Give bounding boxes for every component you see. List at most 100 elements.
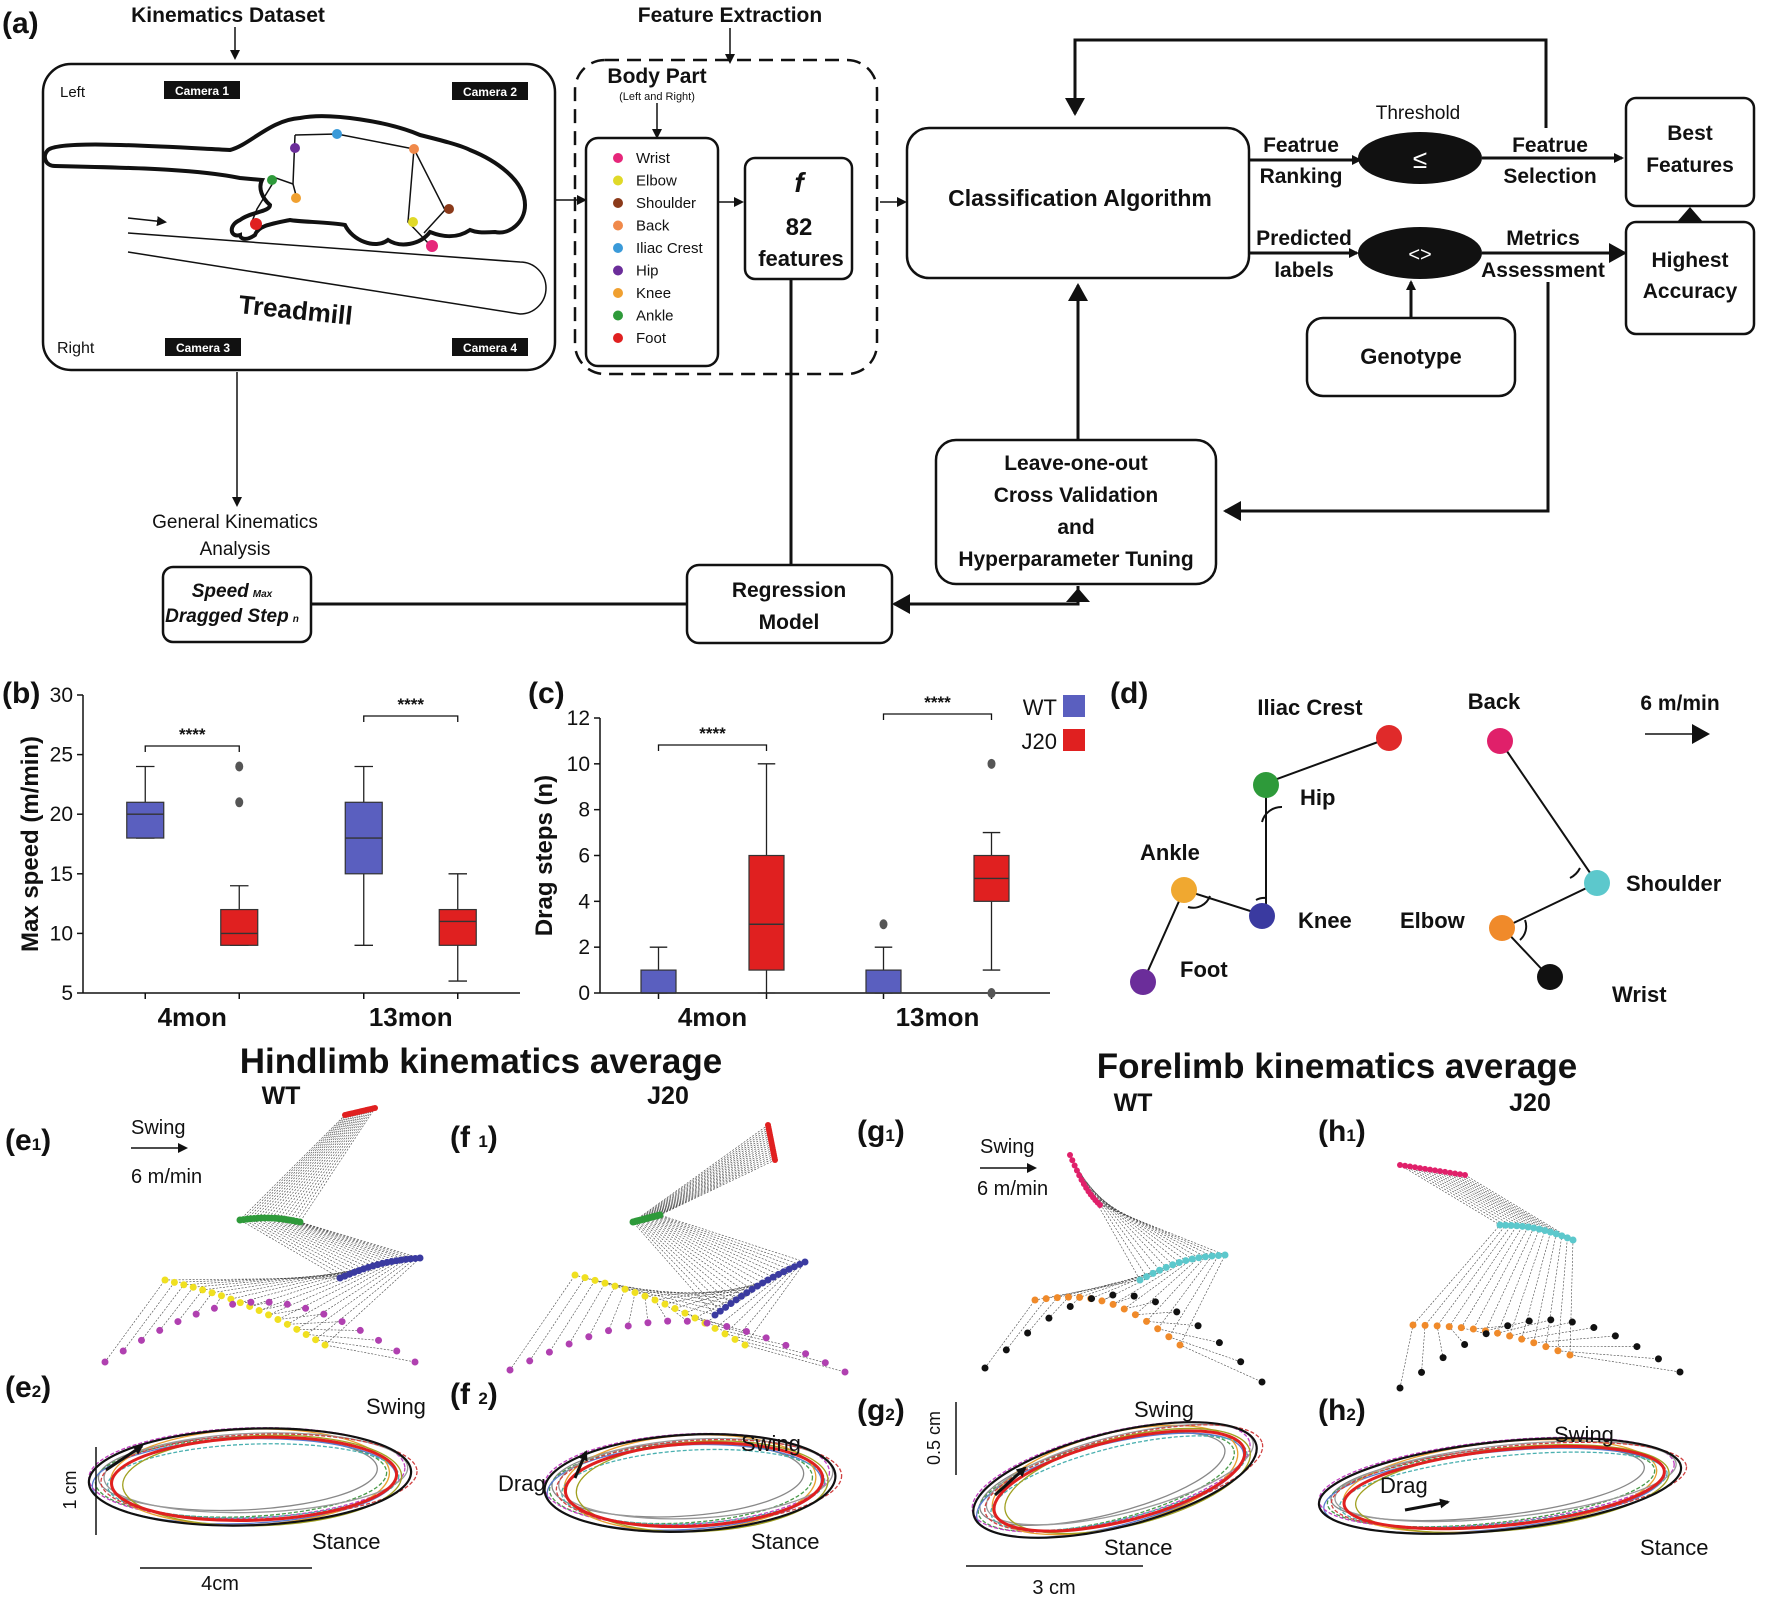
- stick-line: [1434, 1170, 1551, 1334]
- marker-point: [1590, 1324, 1598, 1332]
- marker-point: [581, 1274, 589, 1282]
- marker-point: [721, 1330, 729, 1338]
- stick-line: [1006, 1160, 1148, 1351]
- box-wt: [640, 969, 677, 994]
- marker-point: [1412, 1164, 1418, 1171]
- iliac-crest-dot: [1376, 725, 1402, 751]
- box-wt: [126, 801, 165, 839]
- stick-line: [1409, 1166, 1512, 1358]
- h2-trial-trace: [1334, 1440, 1677, 1523]
- stick-line: [1027, 1165, 1154, 1334]
- panel-label-h1: (h1): [1318, 1115, 1366, 1148]
- box-j20: [748, 854, 785, 971]
- featrue-ranking-label-1: Featrue: [1263, 134, 1339, 157]
- marker-point: [1504, 1322, 1512, 1330]
- g2-trial-trace: [985, 1423, 1254, 1526]
- marker-point: [1109, 1300, 1117, 1308]
- g2-trial-trace: [984, 1424, 1264, 1532]
- panel-label-e2: (e2): [5, 1371, 51, 1404]
- marker-point: [743, 1289, 751, 1297]
- significance-bracket: [657, 744, 768, 751]
- marker-point: [1506, 1332, 1514, 1340]
- scale-05cm: 0.5 cm: [924, 1411, 944, 1465]
- stick-line: [249, 1111, 384, 1307]
- panel-label-g1: (g1): [857, 1115, 905, 1148]
- stance-label-e2: Stance: [312, 1529, 381, 1554]
- marker-point: [236, 1299, 244, 1307]
- marker-point: [727, 1300, 735, 1308]
- speed-label-g1: 6 m/min: [977, 1178, 1048, 1200]
- body-part-dot-1: [613, 175, 623, 186]
- marker-point: [661, 1300, 669, 1308]
- body-part-label-0: Wrist: [636, 150, 671, 167]
- hip-dot: [1253, 772, 1279, 798]
- marker-point: [711, 1311, 719, 1319]
- stick-line: [1070, 1175, 1167, 1307]
- stick-line: [1454, 1173, 1637, 1347]
- stick-line: [1439, 1170, 1573, 1337]
- marker-point: [199, 1286, 207, 1294]
- marker-point: [506, 1366, 514, 1374]
- stick-line: [659, 1159, 846, 1373]
- stick-line: [1449, 1172, 1616, 1344]
- marker-point: [1462, 1172, 1468, 1178]
- marker-point: [1073, 1167, 1080, 1174]
- h2-trial-trace: [1330, 1445, 1645, 1522]
- e2-direction-arrow: [105, 1444, 144, 1472]
- marker-point: [1433, 1322, 1441, 1330]
- fore-wt-label: WT: [1114, 1089, 1153, 1117]
- marker-point: [1547, 1228, 1555, 1236]
- panel-label-h2: (h2): [1318, 1394, 1366, 1427]
- marker-point: [274, 1315, 282, 1323]
- features-word: features: [758, 246, 844, 271]
- body-part-label-5: Hip: [636, 263, 659, 280]
- body-part-dot-5: [613, 265, 623, 276]
- marker-point: [611, 1282, 619, 1290]
- marker-point: [1461, 1341, 1469, 1349]
- marker-point: [265, 1311, 273, 1319]
- marker-point: [312, 1336, 320, 1344]
- marker-point: [101, 1358, 109, 1366]
- marker-point: [1237, 1358, 1245, 1366]
- mouse-markers: [250, 129, 454, 252]
- marker-point: [1120, 1305, 1128, 1313]
- panel-label-f1: (f 1): [450, 1121, 498, 1154]
- panel-label-f2: (f 2): [450, 1378, 498, 1411]
- box-wt: [865, 969, 902, 994]
- stick-line: [1085, 1187, 1187, 1305]
- marker-point: [320, 1310, 328, 1318]
- outlier-point: [987, 758, 996, 769]
- marker-point: [1066, 1302, 1074, 1310]
- marker-point: [769, 1273, 777, 1281]
- marker-point: [1558, 1232, 1566, 1240]
- loo-label-3: and: [1057, 516, 1094, 539]
- marker-point: [796, 1260, 804, 1268]
- loo-label-1: Leave-one-out: [1004, 452, 1148, 475]
- marker-point: [591, 1276, 599, 1284]
- h2-average-trace: [1342, 1444, 1666, 1531]
- marker-point: [321, 1341, 329, 1349]
- fore-j20-label: J20: [1509, 1089, 1551, 1117]
- body-part-dot-6: [613, 288, 623, 298]
- marker-point: [210, 1304, 218, 1312]
- marker-point: [1176, 1341, 1184, 1349]
- marker-point: [1513, 1222, 1521, 1230]
- stick-line: [1083, 1183, 1180, 1302]
- body-part-dot-4: [613, 243, 623, 253]
- y-tick-label: 20: [50, 803, 73, 826]
- panel-label-c: (c): [528, 677, 565, 710]
- stick-line: [608, 1135, 771, 1331]
- marker-point: [748, 1285, 756, 1293]
- stick-line: [645, 1141, 772, 1322]
- stick-line: [568, 1130, 770, 1345]
- e2-average-trace: [110, 1435, 399, 1523]
- swing-label-g1: Swing: [980, 1136, 1034, 1158]
- marker-point: [1156, 1266, 1164, 1274]
- y-tick-label: 0: [578, 982, 590, 1005]
- f2-trial-trace: [558, 1437, 834, 1520]
- body-part-dot-3: [613, 220, 623, 231]
- marker-point: [1258, 1378, 1266, 1386]
- back-label: Back: [1468, 689, 1521, 714]
